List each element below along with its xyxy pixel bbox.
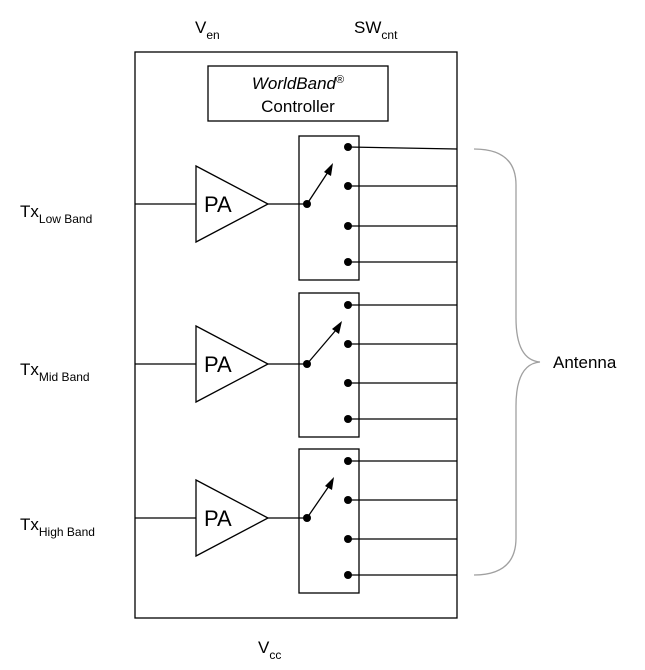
- switch-box-mid: [298, 292, 360, 438]
- controller-box: [207, 65, 389, 122]
- pa-amplifier-low: [195, 164, 270, 244]
- pa-amplifier-mid: [195, 324, 270, 404]
- antenna-port-line: [347, 146, 458, 150]
- pa-amplifier-high: [195, 478, 270, 558]
- switch-arrow-high: [325, 477, 334, 490]
- band-mid: TxMid Band PA: [20, 292, 457, 438]
- ven-label: Ven: [195, 18, 220, 42]
- switch-box-high: [298, 448, 360, 594]
- controller-subtitle: Controller: [261, 97, 335, 116]
- module-outline: [134, 51, 458, 619]
- switch-arm-high: [306, 485, 330, 519]
- switch-box-low: [298, 135, 360, 281]
- pa-label-mid: PA: [204, 352, 232, 377]
- band-low: TxLow Band PA: [20, 135, 458, 281]
- switch-arm-mid: [306, 329, 337, 365]
- vcc-label: Vcc: [258, 638, 281, 662]
- band-high: TxHigh Band PA: [20, 448, 457, 594]
- antenna-label: Antenna: [553, 353, 617, 372]
- input-label-high: TxHigh Band: [20, 515, 95, 539]
- switch-arrow-mid: [332, 321, 342, 334]
- input-label-low: TxLow Band: [20, 202, 92, 226]
- swcnt-label: SWcnt: [354, 18, 398, 42]
- pa-label-high: PA: [204, 506, 232, 531]
- switch-arrow-low: [324, 163, 333, 176]
- pa-label-low: PA: [204, 192, 232, 217]
- switch-arm-low: [306, 171, 329, 205]
- controller-title: WorldBand®: [252, 74, 344, 93]
- antenna-brace: [473, 148, 541, 576]
- input-label-mid: TxMid Band: [20, 360, 90, 384]
